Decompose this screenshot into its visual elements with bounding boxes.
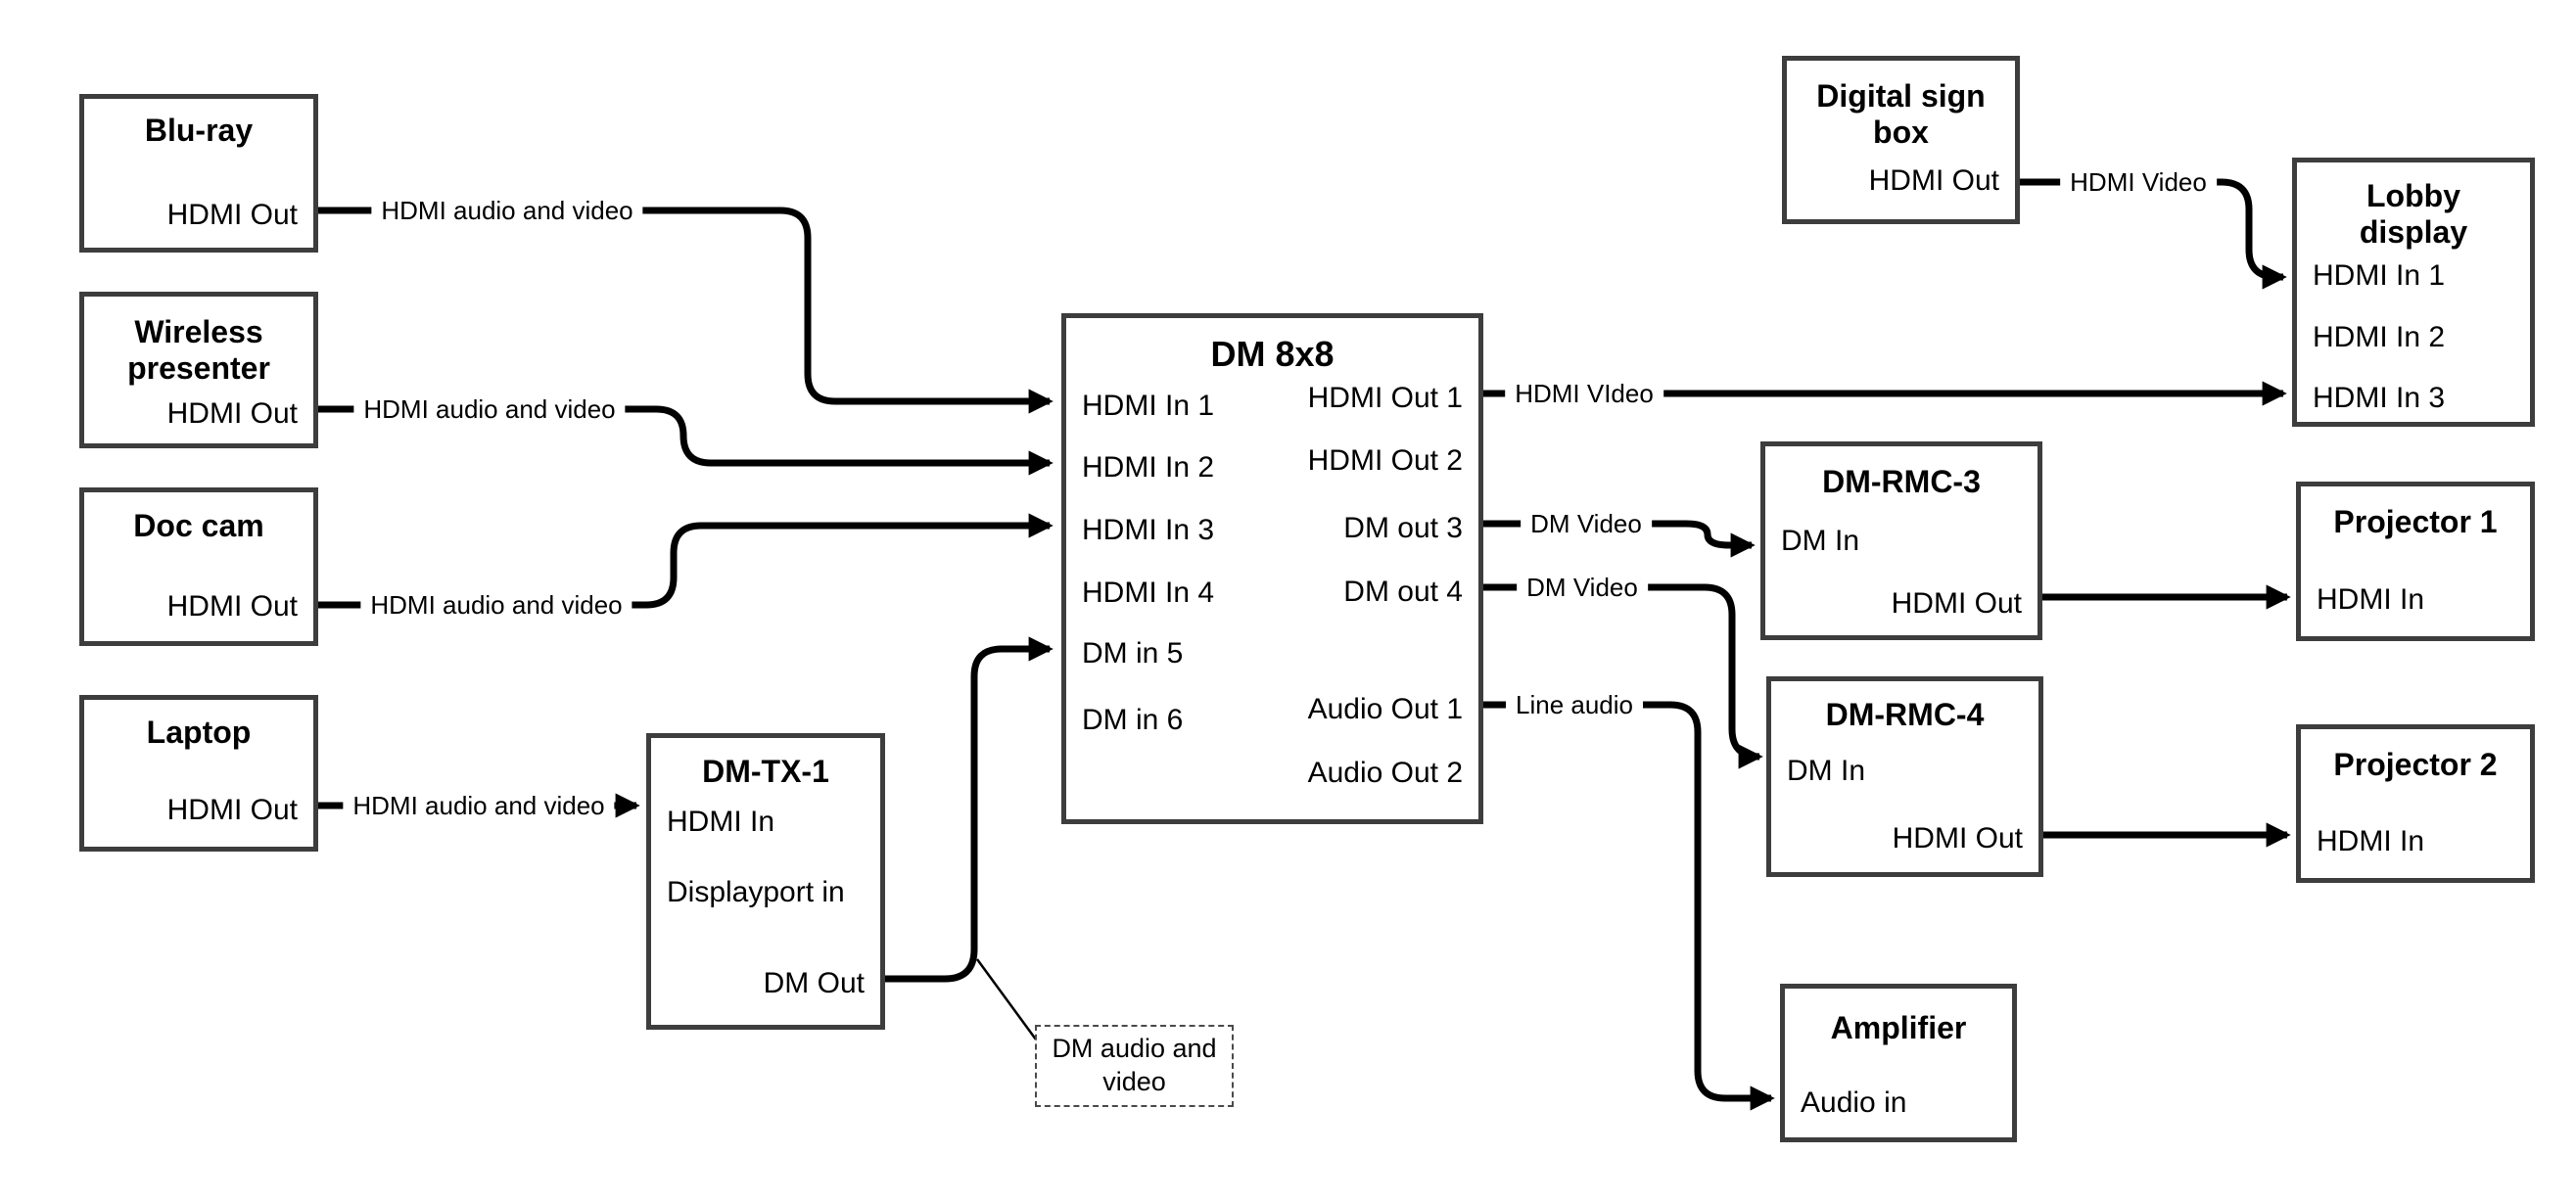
port-hdmi-in-3: HDMI In 3 bbox=[2313, 382, 2446, 414]
port-audio-out-1: Audio Out 1 bbox=[1307, 693, 1463, 725]
port-hdmi-out: HDMI Out bbox=[166, 199, 298, 231]
port-hdmi-in-2: HDMI In 2 bbox=[1082, 451, 1215, 484]
edge-label-line-audio: Line audio bbox=[1506, 690, 1643, 719]
port-hdmi-out: HDMI Out bbox=[166, 794, 298, 826]
port-dm-out-3: DM out 3 bbox=[1343, 512, 1463, 544]
edge-label-hdmi-video-out1: HDMI VIdeo bbox=[1505, 379, 1663, 408]
edge-label-hdmi-av-4: HDMI audio and video bbox=[343, 791, 615, 820]
node-doc-cam: Doc cam HDMI Out bbox=[79, 487, 318, 646]
node-title: DM-TX-1 bbox=[702, 754, 829, 789]
node-title: Lobby display bbox=[2359, 178, 2468, 250]
port-hdmi-in: HDMI In bbox=[667, 806, 775, 838]
port-dm-in-5: DM in 5 bbox=[1082, 637, 1184, 670]
node-lobby-display: Lobby display HDMI In 1 HDMI In 2 HDMI I… bbox=[2292, 158, 2535, 427]
edge-dm-out4-to-rmc4 bbox=[1483, 583, 1763, 769]
node-wireless-presenter: Wireless presenter HDMI Out bbox=[79, 292, 318, 448]
node-title: Amplifier bbox=[1830, 1010, 1967, 1045]
port-dm-in: DM In bbox=[1781, 525, 1860, 557]
port-hdmi-in-1: HDMI In 1 bbox=[2313, 259, 2446, 292]
port-hdmi-in-4: HDMI In 4 bbox=[1082, 577, 1215, 609]
callout-leader-line bbox=[975, 958, 1038, 1040]
callout-dm-audio-and-video: DM audio and video bbox=[1035, 1025, 1234, 1107]
port-hdmi-out-2: HDMI Out 2 bbox=[1307, 444, 1463, 477]
port-hdmi-in: HDMI In bbox=[2317, 583, 2425, 616]
edge-label-dm-video-3: DM Video bbox=[1521, 509, 1652, 538]
port-hdmi-in: HDMI In bbox=[2317, 825, 2425, 857]
node-dm-8x8: DM 8x8 HDMI In 1 HDMI In 2 HDMI In 3 HDM… bbox=[1061, 313, 1483, 824]
node-laptop: Laptop HDMI Out bbox=[79, 695, 318, 852]
node-title: DM 8x8 bbox=[1210, 334, 1335, 374]
port-hdmi-out: HDMI Out bbox=[1868, 164, 1999, 197]
edge-label-hdmi-video-sign: HDMI Video bbox=[2060, 167, 2217, 197]
port-hdmi-in-3: HDMI In 3 bbox=[1082, 514, 1215, 546]
node-title: DM-RMC-3 bbox=[1822, 464, 1981, 499]
port-dm-out-4: DM out 4 bbox=[1343, 576, 1463, 608]
port-dm-out: DM Out bbox=[763, 967, 865, 999]
edge-dm-out3-to-rmc3 bbox=[1483, 520, 1756, 558]
node-projector-2: Projector 2 HDMI In bbox=[2296, 724, 2535, 883]
node-dm-rmc-3: DM-RMC-3 DM In HDMI Out bbox=[1760, 441, 2042, 640]
edge-audio-out1-to-amplifier bbox=[1483, 701, 1775, 1111]
port-hdmi-out: HDMI Out bbox=[166, 590, 298, 623]
node-title: Doc cam bbox=[133, 508, 264, 543]
port-hdmi-in-1: HDMI In 1 bbox=[1082, 390, 1215, 422]
port-hdmi-out-1: HDMI Out 1 bbox=[1307, 382, 1463, 414]
edge-bluray-to-hdmi-in1 bbox=[318, 207, 1054, 414]
node-title: Wireless presenter bbox=[127, 314, 270, 386]
node-amplifier: Amplifier Audio in bbox=[1780, 984, 2017, 1142]
port-hdmi-out: HDMI Out bbox=[1892, 822, 2023, 855]
node-title: Projector 2 bbox=[2333, 747, 2498, 782]
port-displayport-in: Displayport in bbox=[667, 876, 845, 908]
node-title: Laptop bbox=[146, 715, 252, 750]
port-audio-in: Audio in bbox=[1801, 1086, 1907, 1119]
edge-dmtx1-to-dm-in5 bbox=[885, 636, 1054, 983]
port-hdmi-out: HDMI Out bbox=[1891, 587, 2022, 620]
node-title: Blu-ray bbox=[144, 113, 254, 148]
node-projector-1: Projector 1 HDMI In bbox=[2296, 482, 2535, 641]
port-dm-in-6: DM in 6 bbox=[1082, 704, 1184, 736]
edge-label-dm-video-4: DM Video bbox=[1517, 573, 1648, 602]
node-title: Digital sign box bbox=[1816, 78, 1986, 150]
edge-label-hdmi-av-1: HDMI audio and video bbox=[371, 196, 643, 225]
node-title: DM-RMC-4 bbox=[1825, 697, 1985, 732]
edge-doccam-to-hdmi-in3 bbox=[318, 513, 1054, 609]
node-dm-rmc-4: DM-RMC-4 DM In HDMI Out bbox=[1766, 676, 2043, 877]
edge-label-hdmi-av-2: HDMI audio and video bbox=[353, 394, 626, 424]
port-hdmi-out: HDMI Out bbox=[166, 397, 298, 430]
edge-sign-to-lobby-in1 bbox=[2020, 178, 2287, 290]
node-digital-sign-box: Digital sign box HDMI Out bbox=[1782, 56, 2020, 224]
edge-label-hdmi-av-3: HDMI audio and video bbox=[360, 590, 632, 620]
port-dm-in: DM In bbox=[1787, 755, 1866, 787]
port-hdmi-in-2: HDMI In 2 bbox=[2313, 321, 2446, 353]
node-title: Projector 1 bbox=[2333, 504, 2498, 539]
callout-text: DM audio and video bbox=[1052, 1034, 1217, 1096]
port-audio-out-2: Audio Out 2 bbox=[1307, 757, 1463, 789]
node-blu-ray: Blu-ray HDMI Out bbox=[79, 94, 318, 253]
edge-wireless-to-hdmi-in2 bbox=[318, 405, 1054, 476]
node-dm-tx-1: DM-TX-1 HDMI In Displayport in DM Out bbox=[646, 733, 885, 1030]
